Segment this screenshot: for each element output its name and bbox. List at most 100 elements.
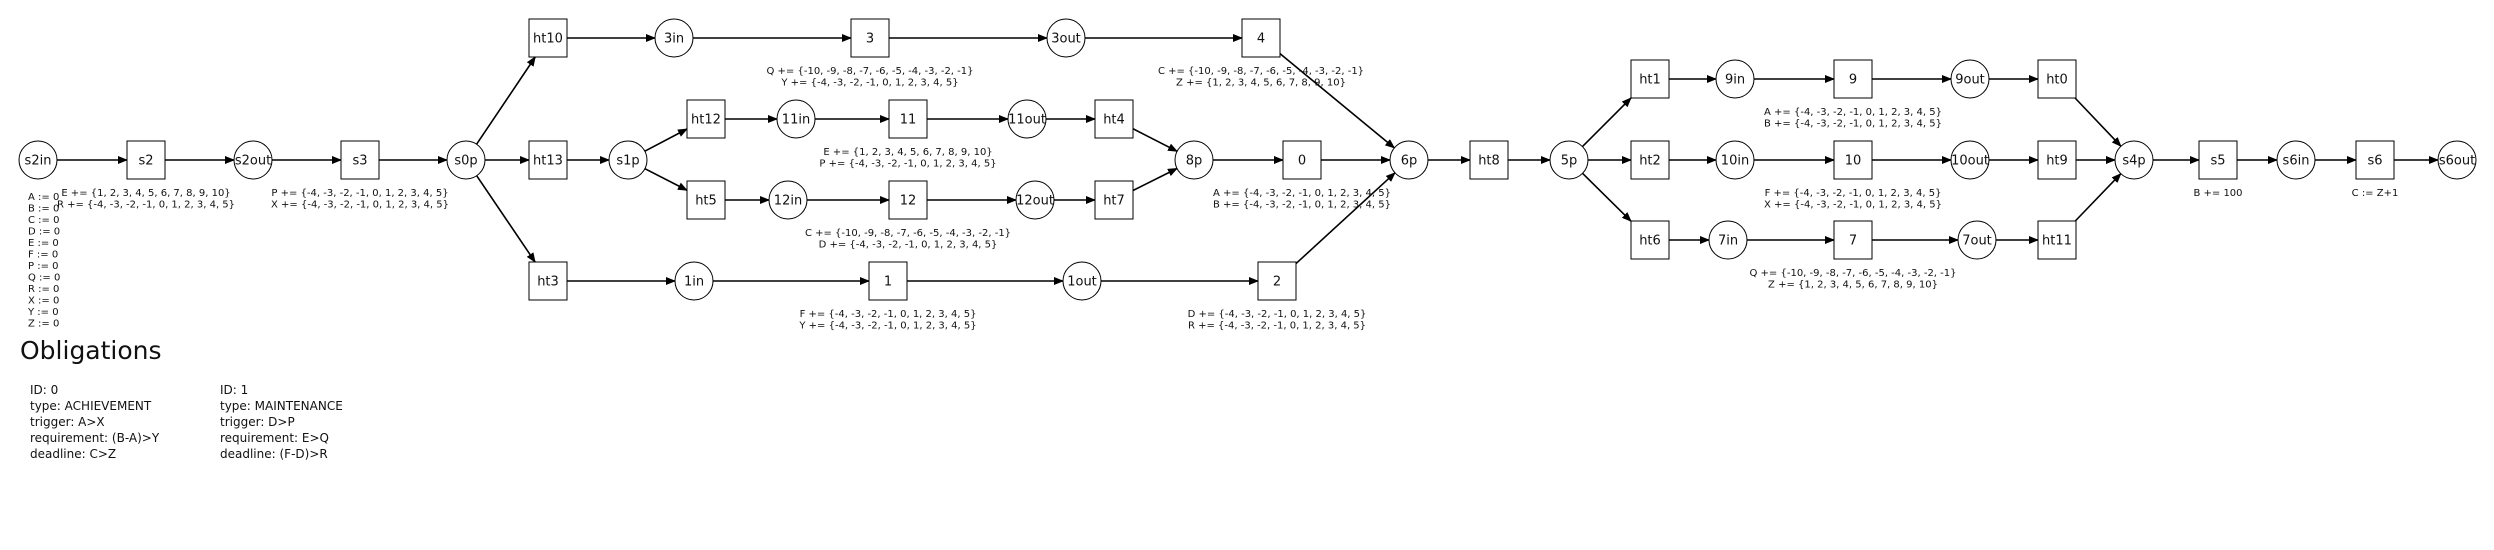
node-s2in[interactable]: s2in	[18, 140, 58, 180]
node-ht12[interactable]: ht12	[686, 99, 726, 139]
node-7in[interactable]: 7in	[1708, 220, 1748, 260]
annotation-1: F += {-4, -3, -2, -1, 0, 1, 2, 3, 4, 5}Y…	[798, 309, 976, 332]
node-12in[interactable]: 12in	[768, 180, 808, 220]
transition-box	[528, 261, 568, 301]
node-ht0[interactable]: ht0	[2037, 59, 2077, 99]
node-label: 12in	[774, 194, 802, 209]
node-ht3[interactable]: ht3	[528, 261, 568, 301]
node-ht11[interactable]: ht11	[2037, 220, 2077, 260]
obligations-title: Obligations	[20, 336, 162, 365]
transition-box	[2198, 140, 2238, 180]
node-s4p[interactable]: s4p	[2114, 140, 2154, 180]
node-s3[interactable]: s3	[340, 140, 380, 180]
annotation-12: C += {-10, -9, -8, -7, -6, -5, -4, -3, -…	[805, 228, 1011, 251]
node-1[interactable]: 1	[868, 261, 908, 301]
node-3out[interactable]: 3out	[1046, 18, 1086, 58]
obligation-id: ID: 1	[220, 383, 249, 397]
node-10out[interactable]: 10out	[1950, 140, 1990, 180]
place-circle	[1174, 140, 1214, 180]
place-circle	[1957, 220, 1997, 260]
node-label: ht3	[537, 275, 559, 290]
place-circle	[768, 180, 808, 220]
node-5p[interactable]: 5p	[1549, 140, 1589, 180]
annotation-11: E += {1, 2, 3, 4, 5, 6, 7, 8, 9, 10}P +=…	[819, 147, 996, 170]
node-9out[interactable]: 9out	[1950, 59, 1990, 99]
place-circle	[1950, 59, 1990, 99]
edge-s1p-ht12	[644, 128, 688, 152]
node-ht8[interactable]: ht8	[1469, 140, 1509, 180]
node-s6out[interactable]: s6out	[2437, 140, 2477, 180]
node-1out[interactable]: 1out	[1062, 261, 1102, 301]
node-label: ht5	[695, 194, 717, 209]
node-12[interactable]: 12	[888, 180, 928, 220]
annotation-s5: B += 100	[2193, 188, 2242, 199]
node-7[interactable]: 7	[1833, 220, 1873, 260]
node-ht2[interactable]: ht2	[1630, 140, 1670, 180]
node-s1p[interactable]: s1p	[608, 140, 648, 180]
node-s0p[interactable]: s0p	[446, 140, 486, 180]
node-label: 3out	[1051, 32, 1081, 47]
node-label: ht2	[1639, 154, 1661, 169]
node-label: ht12	[691, 113, 721, 128]
place-circle	[776, 99, 816, 139]
node-4[interactable]: 4	[1241, 18, 1281, 58]
node-11out[interactable]: 11out	[1007, 99, 1047, 139]
node-3in[interactable]: 3in	[654, 18, 694, 58]
edge-4-6p	[1279, 53, 1396, 149]
edge-ht0-s4p	[2074, 97, 2122, 147]
place-circle	[1046, 18, 1086, 58]
node-label: ht1	[1639, 73, 1661, 88]
node-ht10[interactable]: ht10	[528, 18, 568, 58]
node-ht9[interactable]: ht9	[2037, 140, 2077, 180]
node-label: s2out	[235, 154, 271, 169]
node-11in[interactable]: 11in	[776, 99, 816, 139]
node-ht1[interactable]: ht1	[1630, 59, 1670, 99]
obligations-panel: Obligations ID: 0 type: ACHIEVEMENT trig…	[20, 336, 343, 461]
node-ht7[interactable]: ht7	[1094, 180, 1134, 220]
obligation-trigger: trigger: D>P	[220, 415, 295, 429]
node-ht5[interactable]: ht5	[686, 180, 726, 220]
node-9[interactable]: 9	[1833, 59, 1873, 99]
node-s6[interactable]: s6	[2355, 140, 2395, 180]
node-s5[interactable]: s5	[2198, 140, 2238, 180]
node-s2out[interactable]: s2out	[233, 140, 273, 180]
node-1in[interactable]: 1in	[674, 261, 714, 301]
node-12out[interactable]: 12out	[1015, 180, 1055, 220]
node-label: 7out	[1962, 234, 1992, 249]
node-s2[interactable]: s2	[126, 140, 166, 180]
obligation-requirement: requirement: E>Q	[220, 431, 329, 445]
node-ht6[interactable]: ht6	[1630, 220, 1670, 260]
node-6p[interactable]: 6p	[1389, 140, 1429, 180]
node-label: 4	[1257, 32, 1265, 47]
edge-ht4-8p	[1132, 128, 1178, 153]
node-label: 11in	[782, 113, 810, 128]
node-3[interactable]: 3	[850, 18, 890, 58]
node-7out[interactable]: 7out	[1957, 220, 1997, 260]
edge-s0p-ht10	[475, 56, 536, 145]
node-label: 3	[866, 32, 874, 47]
node-ht13[interactable]: ht13	[528, 140, 568, 180]
node-9in[interactable]: 9in	[1715, 59, 1755, 99]
node-11[interactable]: 11	[888, 99, 928, 139]
node-10in[interactable]: 10in	[1715, 140, 1755, 180]
transition-box	[1469, 140, 1509, 180]
node-label: ht9	[2046, 154, 2068, 169]
transition-box	[126, 140, 166, 180]
transition-box	[1094, 180, 1134, 220]
node-10[interactable]: 10	[1833, 140, 1873, 180]
node-s6in[interactable]: s6in	[2276, 140, 2316, 180]
node-label: s1p	[616, 154, 639, 169]
transition-box	[2037, 220, 2077, 260]
annotation-s3: P += {-4, -3, -2, -1, 0, 1, 2, 3, 4, 5}X…	[271, 188, 449, 211]
node-2[interactable]: 2	[1257, 261, 1297, 301]
node-8p[interactable]: 8p	[1174, 140, 1214, 180]
node-label: 2	[1273, 275, 1281, 290]
node-0[interactable]: 0	[1282, 140, 1322, 180]
edges	[57, 34, 2439, 285]
place-circle	[1708, 220, 1748, 260]
transition-box	[1282, 140, 1322, 180]
node-ht4[interactable]: ht4	[1094, 99, 1134, 139]
node-label: s2in	[25, 154, 52, 169]
node-label: 8p	[1186, 154, 1203, 169]
